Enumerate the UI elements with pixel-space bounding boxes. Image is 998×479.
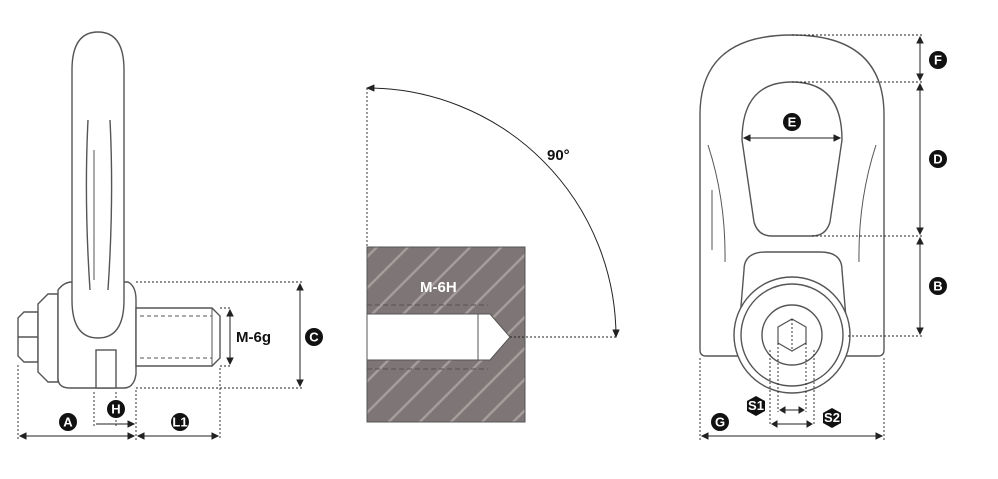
dim-badge-s1: S1 (747, 396, 765, 416)
dim-badge-l1: L1 (171, 413, 189, 431)
dim-badge-e: E (783, 113, 801, 131)
base-ring-inner (740, 283, 844, 387)
dim-badge-c: C (305, 328, 323, 346)
dim-badge-h: H (107, 400, 125, 418)
shackle-bail (71, 31, 125, 339)
svg-text:S1: S1 (748, 398, 764, 413)
side-view-dimension-arrows (18, 282, 304, 440)
dim-badge-g: G (711, 413, 729, 431)
dim-badge-b: B (929, 277, 947, 295)
svg-text:D: D (933, 152, 942, 167)
angle-label: 90° (547, 147, 570, 164)
dim-badge-s2: S2 (823, 408, 841, 428)
washer (37, 293, 59, 383)
hole-thread-label: M-6H (420, 279, 457, 296)
drilled-hole (366, 313, 511, 361)
tapped-hole-view: M-6H (366, 246, 526, 423)
bail-opening (741, 81, 843, 237)
stud-thread-label: M-6g (236, 329, 271, 346)
bolt-head (761, 304, 823, 366)
bail-outline (699, 34, 885, 357)
threaded-stud (135, 307, 221, 367)
dim-badge-d: D (929, 150, 947, 168)
front-view-dimensions (699, 34, 922, 440)
dim-badge-a: A (59, 413, 77, 431)
svg-text:E: E (788, 115, 797, 130)
svg-text:F: F (934, 53, 942, 68)
svg-text:S2: S2 (824, 410, 840, 425)
svg-text:A: A (63, 415, 73, 430)
angle-indicator (365, 84, 620, 339)
dim-badge-f: F (929, 51, 947, 69)
svg-text:G: G (715, 415, 725, 430)
front-view-dimension-arrows (700, 35, 924, 440)
svg-text:L1: L1 (172, 415, 187, 430)
svg-text:B: B (933, 279, 942, 294)
h-block (95, 349, 117, 389)
side-view (17, 31, 221, 389)
hex-socket (777, 318, 807, 352)
swivel-collar (739, 251, 847, 319)
svg-text:H: H (111, 402, 120, 417)
svg-text:C: C (309, 330, 319, 345)
